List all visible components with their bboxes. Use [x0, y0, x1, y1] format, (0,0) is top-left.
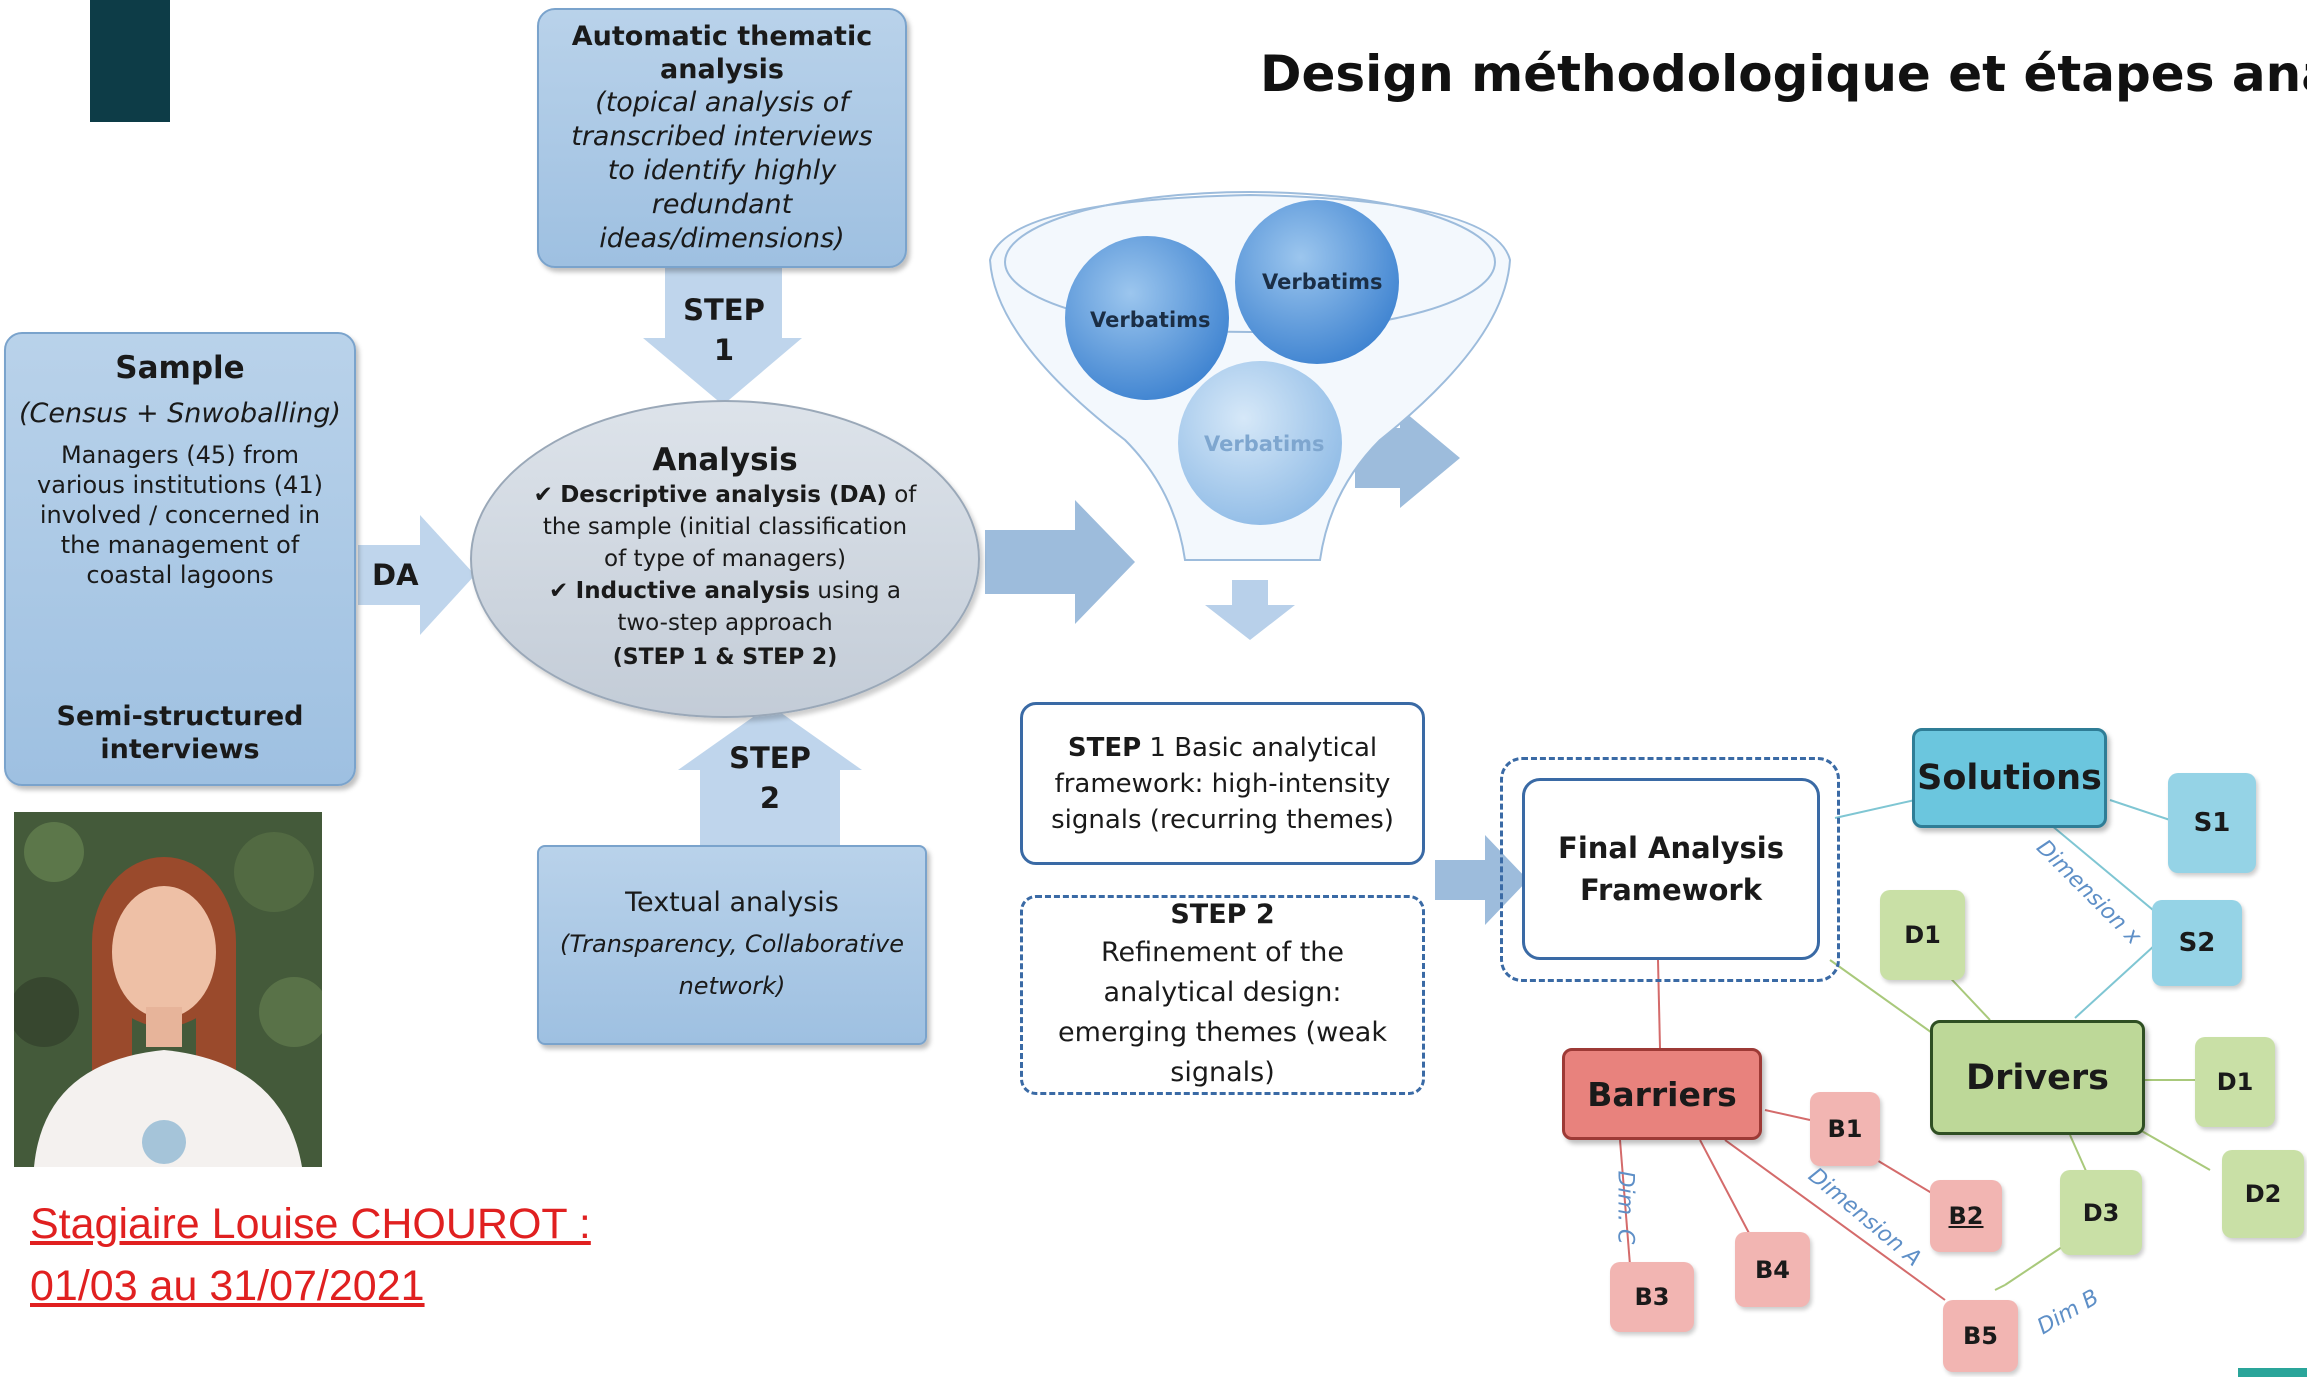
b5-node: B5 — [1943, 1300, 2018, 1372]
b5-label: B5 — [1963, 1322, 1998, 1350]
da-arrow — [358, 515, 475, 635]
final-framework-outer — [1500, 757, 1840, 982]
intern-name: Stagiaire Louise CHOUROT : — [30, 1200, 591, 1248]
analysis-title: Analysis — [652, 442, 798, 478]
da-label: DA — [372, 558, 419, 592]
analysis-steps: (STEP 1 & STEP 2) — [612, 645, 838, 670]
s1-node: S1 — [2168, 773, 2256, 873]
verbatim-circle-1 — [1065, 236, 1229, 400]
step2-arrow-number: 2 — [759, 781, 781, 815]
final-framework-label: Final Analysis Framework — [1558, 831, 1784, 907]
b3-node: B3 — [1610, 1262, 1694, 1332]
barriers-box: Barriers — [1562, 1048, 1762, 1140]
verbatim-label-1: Verbatims — [1090, 308, 1211, 332]
verbatim-label-3: Verbatims — [1204, 432, 1325, 456]
d1-right-label: D1 — [2216, 1068, 2254, 1096]
solutions-box: Solutions — [1912, 728, 2107, 828]
b4-label: B4 — [1755, 1255, 1790, 1284]
step2-arrow-step: STEP — [729, 741, 811, 775]
final-framework-box: Final Analysis Framework — [1522, 778, 1820, 960]
dim-c-label: Dim. C — [1612, 1170, 1638, 1245]
d3-node: D3 — [2060, 1170, 2142, 1255]
to-framework-arrow — [1435, 835, 1528, 925]
funnel — [988, 191, 1512, 561]
textual-analysis-box: Textual analysis (Transparency, Collabor… — [537, 845, 927, 1045]
sample-description: Managers (45) from various institutions … — [37, 441, 323, 589]
step1-framework-text: STEP 1 Basic analytical framework: high-… — [1045, 730, 1400, 838]
verbatim-circle-2 — [1235, 200, 1399, 364]
d3-label: D3 — [2082, 1198, 2120, 1227]
s1-label: S1 — [2193, 808, 2231, 838]
sample-box: Sample (Census + Snwoballing) Managers (… — [4, 332, 356, 786]
step2-framework-step: STEP 2 — [1170, 899, 1275, 930]
accent-block — [90, 0, 170, 122]
drivers-box: Drivers — [1930, 1020, 2145, 1135]
textual-analysis-description: (Transparency, Collaborative network) — [559, 930, 905, 1000]
step1-arrow-label: STEP 1 — [668, 290, 780, 370]
analysis-item-2-rest: using a two-step approach — [617, 578, 901, 636]
b2-node: B2 — [1930, 1180, 2002, 1252]
step2-framework-description: Refinement of the analytical design: eme… — [1058, 937, 1387, 1088]
d1-right-node: D1 — [2195, 1037, 2275, 1127]
step1-framework-box: STEP 1 Basic analytical framework: high-… — [1020, 702, 1425, 865]
step1-framework-number: 1 — [1149, 732, 1166, 763]
corner-accent — [2238, 1368, 2307, 1377]
step1-arrow — [643, 268, 802, 405]
check-icon: ✔ — [549, 578, 569, 604]
step2-arrow — [678, 705, 862, 845]
analysis-item-2-bold: Inductive analysis — [575, 578, 811, 604]
analysis-item-2: ✔ Inductive analysis using a two-step ap… — [532, 575, 918, 639]
step2-framework-box: STEP 2 Refinement of the analytical desi… — [1020, 895, 1425, 1095]
step1-framework-description: Basic analytical framework: high-intensi… — [1051, 732, 1394, 835]
s2-label: S2 — [2178, 928, 2216, 958]
step1-framework-step: STEP — [1067, 732, 1142, 763]
check-icon: ✔ — [533, 482, 553, 508]
automatic-analysis-description: (topical analysis of transcribed intervi… — [571, 87, 873, 254]
analysis-to-funnel-arrow — [985, 500, 1135, 624]
b1-node: B1 — [1810, 1092, 1880, 1166]
barriers-label: Barriers — [1587, 1074, 1737, 1114]
d2-label: D2 — [2244, 1180, 2282, 1208]
solutions-label: Solutions — [1917, 758, 2102, 798]
b1-label: B1 — [1827, 1115, 1863, 1143]
analysis-item-1: ✔ Descriptive analysis (DA) of the sampl… — [532, 479, 918, 575]
analysis-item-1-bold: Descriptive analysis (DA) — [560, 482, 887, 508]
sample-result: Semi-structured interviews — [56, 701, 304, 765]
b3-label: B3 — [1634, 1283, 1670, 1311]
framework-connectors — [1834, 799, 2171, 1019]
d2-node: D2 — [2222, 1150, 2304, 1238]
b2-label: B2 — [1948, 1202, 1984, 1230]
drivers-label: Drivers — [1966, 1057, 2109, 1098]
sample-title: Sample — [115, 350, 245, 386]
d1-top-label: D1 — [1904, 921, 1941, 949]
intern-photo — [14, 812, 322, 1167]
intern-dates: 01/03 au 31/07/2021 — [30, 1262, 425, 1310]
analysis-ellipse: Analysis ✔ Descriptive analysis (DA) of … — [470, 400, 980, 718]
s2-node: S2 — [2152, 900, 2242, 986]
step1-arrow-step: STEP — [683, 293, 765, 327]
b4-node: B4 — [1735, 1232, 1810, 1307]
verbatim-circle-3 — [1178, 361, 1342, 525]
automatic-analysis-box: Automatic thematic analysis (topical ana… — [537, 8, 907, 268]
funnel-down-arrow — [1205, 580, 1295, 640]
step2-arrow-label: STEP 2 — [700, 738, 840, 818]
verbatim-label-2: Verbatims — [1262, 270, 1383, 294]
textual-analysis-title: Textual analysis — [625, 887, 839, 918]
analysis-item-1-rest: of the sample (initial classification of… — [542, 482, 917, 572]
sample-method: (Census + Snwoballing) — [19, 398, 341, 429]
d1-top-node: D1 — [1880, 890, 1965, 980]
page-title: Design méthodologique et étapes analy — [1260, 45, 2307, 103]
step1-arrow-number: 1 — [713, 333, 735, 367]
portrait-image — [14, 812, 322, 1167]
automatic-analysis-title: Automatic thematic analysis — [571, 21, 873, 85]
